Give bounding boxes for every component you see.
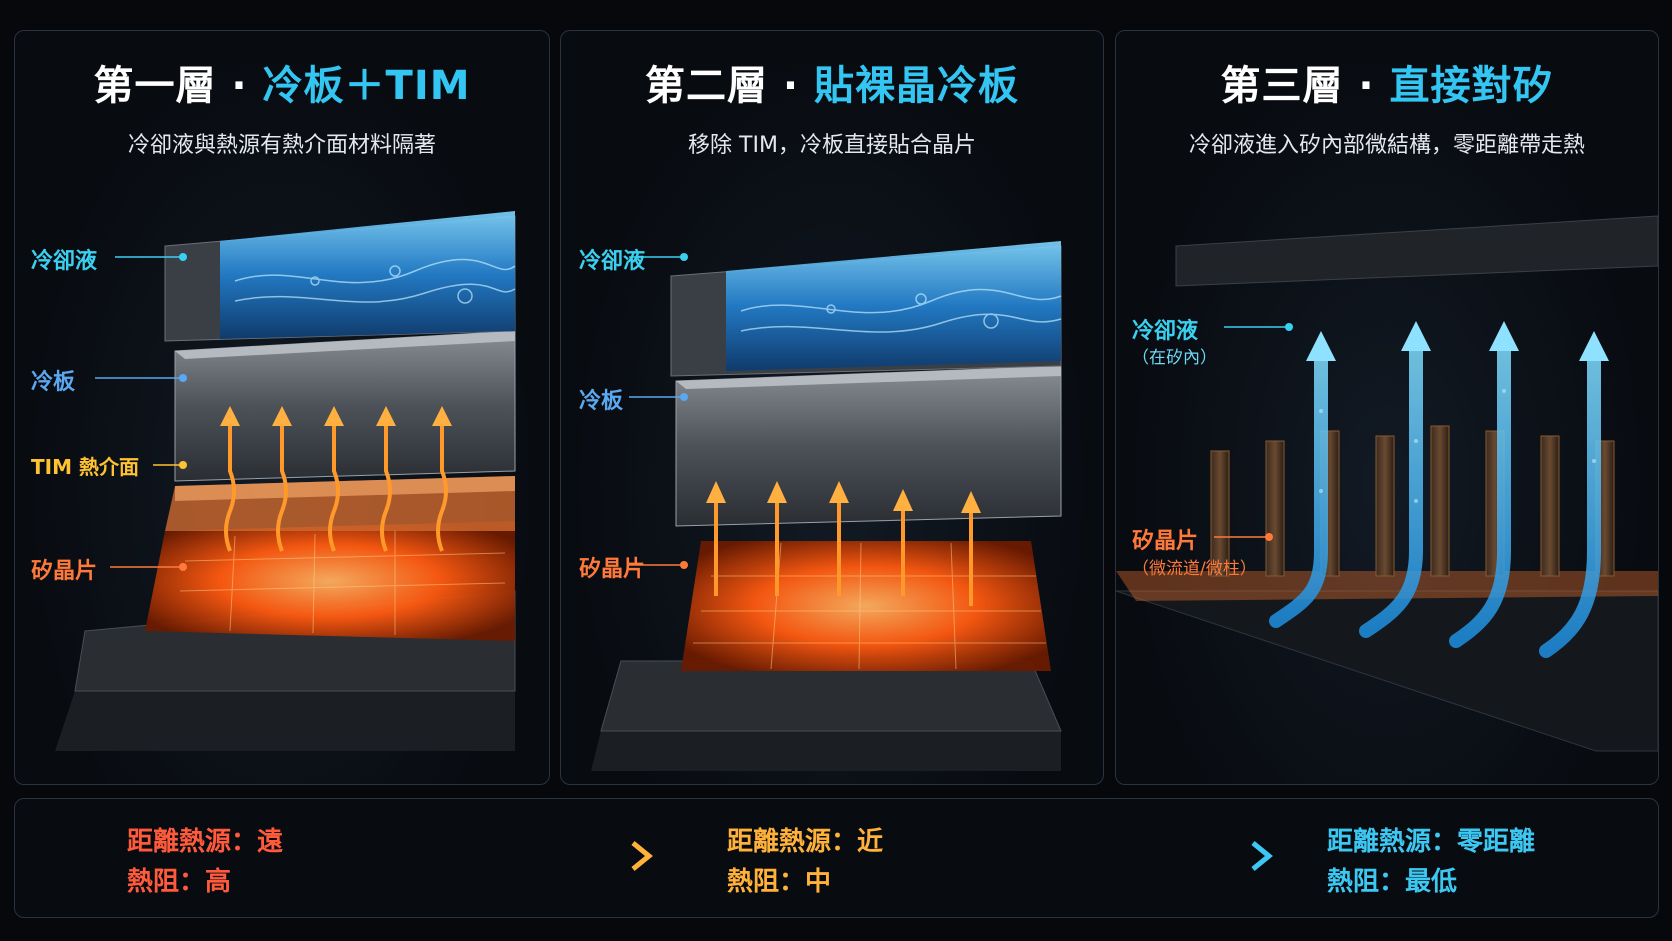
- coolant-tube: [220, 211, 515, 339]
- microchannel-flow: [1269, 344, 1601, 658]
- metric-distance-near: 距離熱源：近: [727, 827, 884, 857]
- label-coolant-note: （在矽內）: [1132, 348, 1217, 368]
- heat-arrow-heads: [706, 481, 981, 513]
- flow-arrow-heads: [1306, 321, 1609, 361]
- die-circuit: [179, 531, 506, 635]
- heat-arrows: [224, 421, 448, 552]
- arrow-far-to-near: [327, 841, 653, 871]
- panel-layer-1: 第一層 · 冷板＋TIM 冷卻液與熱源有熱介面材料隔著: [14, 30, 550, 785]
- label-die-note: （微流道/微柱）: [1132, 559, 1257, 579]
- label-cold-plate: 冷板: [579, 389, 624, 414]
- cold-plate: [675, 365, 1062, 527]
- die-circuit: [693, 542, 1046, 670]
- label-leaders: [629, 253, 688, 569]
- panel-subtitle: 冷卻液與熱源有熱介面材料隔著: [127, 133, 436, 158]
- coolant-particles: [1319, 389, 1596, 503]
- label-leaders: [1214, 323, 1293, 541]
- direct-to-silicon-illustration: [1116, 215, 1658, 752]
- bare-die-cold-plate-illustration: [591, 241, 1062, 771]
- metric-resistance-high: 熱阻：高: [127, 867, 232, 897]
- panel-title: 第二層 · 貼裸晶冷板: [644, 63, 1020, 109]
- comparison-bar: 距離熱源：遠 熱阻：高 距離熱源：近 熱阻：中 距離熱源：零距離 熱阻：最低: [14, 798, 1659, 918]
- metric-resistance-lowest: 熱阻：最低: [1327, 867, 1458, 897]
- silicon-base: [1116, 590, 1658, 752]
- metric-distance-zero: 距離熱源：零距離: [1327, 827, 1536, 857]
- panel-title: 第一層 · 冷板＋TIM: [93, 63, 471, 109]
- heat-arrows: [714, 501, 973, 606]
- panel-subtitle: 移除 TIM，冷板直接貼合晶片: [688, 133, 976, 158]
- silicon-die: [145, 521, 515, 641]
- silicon-die: [681, 541, 1051, 671]
- label-die: 矽晶片: [31, 559, 98, 584]
- label-die: 矽晶片: [579, 557, 646, 582]
- coolant-flow: [234, 258, 516, 304]
- label-cold-plate: 冷板: [31, 370, 76, 395]
- cold-plate-tim-illustration: [55, 211, 516, 751]
- label-coolant: 冷卻液: [1132, 319, 1199, 344]
- micro-pillars: [1210, 425, 1615, 577]
- panel-subtitle: 冷卻液進入矽內部微結構，零距離帶走熱: [1188, 133, 1585, 158]
- coolant-tube: [726, 241, 1061, 371]
- panel-layer-3: 第三層 · 直接對矽 冷卻液進入矽內部微結構，零距離帶走熱: [1115, 30, 1659, 785]
- arrow-near-to-zero: [927, 841, 1273, 871]
- label-coolant: 冷卻液: [31, 249, 98, 274]
- metric-resistance-medium: 熱阻：中: [727, 867, 832, 897]
- package-base: [55, 691, 515, 751]
- label-tim: TIM 熱介面: [31, 455, 139, 479]
- label-coolant: 冷卻液: [579, 249, 646, 274]
- metric-distance-far: 距離熱源：遠: [127, 827, 284, 857]
- substrate: [600, 660, 1062, 732]
- panel-layer-2: 第二層 · 貼裸晶冷板 移除 TIM，冷板直接貼合晶片: [560, 30, 1104, 785]
- package-base: [591, 731, 1061, 771]
- coolant-flow: [740, 288, 1062, 333]
- label-die: 矽晶片: [1132, 529, 1199, 554]
- silicon-lid: [1175, 215, 1658, 287]
- cold-plate: [174, 330, 516, 482]
- progression-arrows: [327, 841, 1273, 871]
- die-heat-glow: [1116, 571, 1658, 601]
- heat-arrow-heads: [220, 406, 452, 426]
- label-leaders: [95, 253, 187, 571]
- panel-title: 第三層 · 直接對矽: [1220, 63, 1554, 109]
